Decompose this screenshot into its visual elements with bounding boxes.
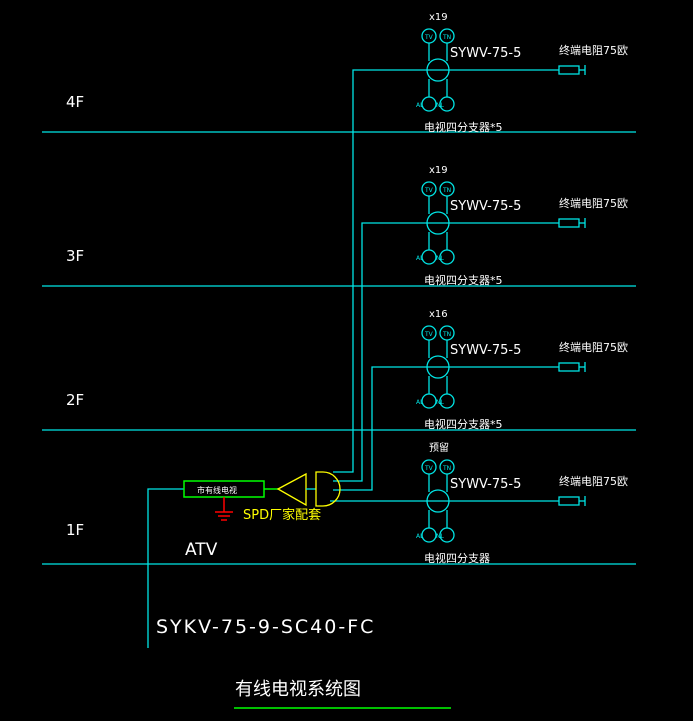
atv-label: ATV bbox=[185, 540, 218, 560]
splitter-icon bbox=[315, 471, 341, 507]
terminator-label-1f: 终端电阻75欧 bbox=[559, 474, 628, 488]
tn-outlet-label: TN bbox=[442, 34, 451, 41]
terminator-resistor-icon bbox=[558, 362, 580, 372]
floor-label-1f: 1F bbox=[66, 521, 84, 539]
terminator-label-4f: 终端电阻75欧 bbox=[559, 43, 628, 57]
diagram-title: 有线电视系统图 bbox=[235, 679, 361, 700]
riser-wire-3f bbox=[333, 222, 427, 482]
tv-outlet-label: TV bbox=[424, 465, 434, 472]
spd-label: SPD厂家配套 bbox=[243, 507, 321, 523]
al-outlet-icon bbox=[421, 393, 437, 409]
riser-wire-4f bbox=[333, 69, 427, 473]
al-outlet-label: AL bbox=[416, 102, 424, 109]
tv-outlet-label: TV bbox=[424, 34, 434, 41]
nl-outlet-label: NL bbox=[436, 533, 444, 540]
nl-outlet-label: NL bbox=[436, 102, 444, 109]
tap-circle-2f bbox=[426, 355, 450, 379]
nl-outlet-icon bbox=[439, 249, 455, 265]
terminator-resistor-icon bbox=[558, 218, 580, 228]
tap-circle-4f bbox=[426, 58, 450, 82]
cable-label-3f: SYWV-75-5 bbox=[450, 199, 521, 214]
al-outlet-label: AL bbox=[416, 255, 424, 262]
terminator-label-3f: 终端电阻75欧 bbox=[559, 196, 628, 210]
floor-label-4f: 4F bbox=[66, 93, 84, 111]
terminator-resistor-icon bbox=[558, 496, 580, 506]
outlet-count-2f: x16 bbox=[429, 309, 448, 320]
tap-circle-3f bbox=[426, 211, 450, 235]
tv-outlet-label: TV bbox=[424, 187, 434, 194]
tn-outlet-label: TN bbox=[442, 465, 451, 472]
al-outlet-label: AL bbox=[416, 399, 424, 406]
outlet-count-3f: x19 bbox=[429, 165, 448, 176]
trunk-cable-line bbox=[147, 488, 184, 648]
cable-label-4f: SYWV-75-5 bbox=[450, 46, 521, 61]
splitter-label-3f: 电视四分支器*5 bbox=[424, 273, 503, 287]
nl-outlet-icon bbox=[439, 527, 455, 543]
al-outlet-icon bbox=[421, 249, 437, 265]
floor-label-3f: 3F bbox=[66, 247, 84, 265]
riser-wire-2f bbox=[333, 366, 427, 491]
outlet-count-1f: 预留 bbox=[429, 441, 449, 454]
al-outlet-icon bbox=[421, 96, 437, 112]
nl-outlet-label: NL bbox=[436, 399, 444, 406]
al-outlet-label: AL bbox=[416, 533, 424, 540]
tn-outlet-label: TN bbox=[442, 187, 451, 194]
splitter-label-4f: 电视四分支器*5 bbox=[424, 120, 503, 134]
cable-label-2f: SYWV-75-5 bbox=[450, 343, 521, 358]
trunk-cable-label: SYKV-75-9-SC40-FC bbox=[156, 616, 375, 638]
floor-label-2f: 2F bbox=[66, 391, 84, 409]
amplifier-icon bbox=[276, 472, 307, 507]
tn-outlet-label: TN bbox=[442, 331, 451, 338]
nl-outlet-label: NL bbox=[436, 255, 444, 262]
tv-outlet-label: TV bbox=[424, 331, 434, 338]
source-box-label: 市有线电视 bbox=[197, 485, 237, 495]
terminator-resistor-icon bbox=[558, 65, 580, 75]
cable-label-1f: SYWV-75-5 bbox=[450, 477, 521, 492]
al-outlet-icon bbox=[421, 527, 437, 543]
tap-circle-1f bbox=[426, 489, 450, 513]
outlet-count-4f: x19 bbox=[429, 12, 448, 23]
nl-outlet-icon bbox=[439, 96, 455, 112]
splitter-label-1f: 电视四分支器 bbox=[424, 551, 490, 565]
splitter-label-2f: 电视四分支器*5 bbox=[424, 417, 503, 431]
terminator-label-2f: 终端电阻75欧 bbox=[559, 340, 628, 354]
nl-outlet-icon bbox=[439, 393, 455, 409]
